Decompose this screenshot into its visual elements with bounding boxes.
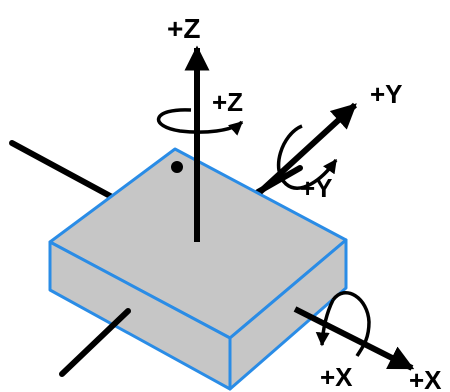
pin-1-dot xyxy=(171,161,183,173)
y-axis-arrow xyxy=(257,102,358,195)
y-rotation-arrow-icon xyxy=(276,124,338,190)
x-rotation-arrow-icon xyxy=(331,291,371,357)
x-rotation-arrow-tail xyxy=(315,299,335,347)
x-axis-arrow xyxy=(293,306,415,371)
x-axis-front-line xyxy=(59,308,131,377)
z-rotation-label: +Z xyxy=(212,87,243,117)
chip-body xyxy=(48,147,348,391)
z-axis-label: +Z xyxy=(167,13,200,44)
x-rotation-label: +X xyxy=(320,362,353,392)
y-axis-label: +Y xyxy=(370,79,403,109)
chip-right-face xyxy=(228,238,348,391)
x-axis-label: +X xyxy=(409,365,442,392)
y-rotation-label: +Y xyxy=(300,173,333,203)
x-axis-back-line xyxy=(9,140,115,200)
z-rotation-arrow-icon xyxy=(157,108,244,136)
